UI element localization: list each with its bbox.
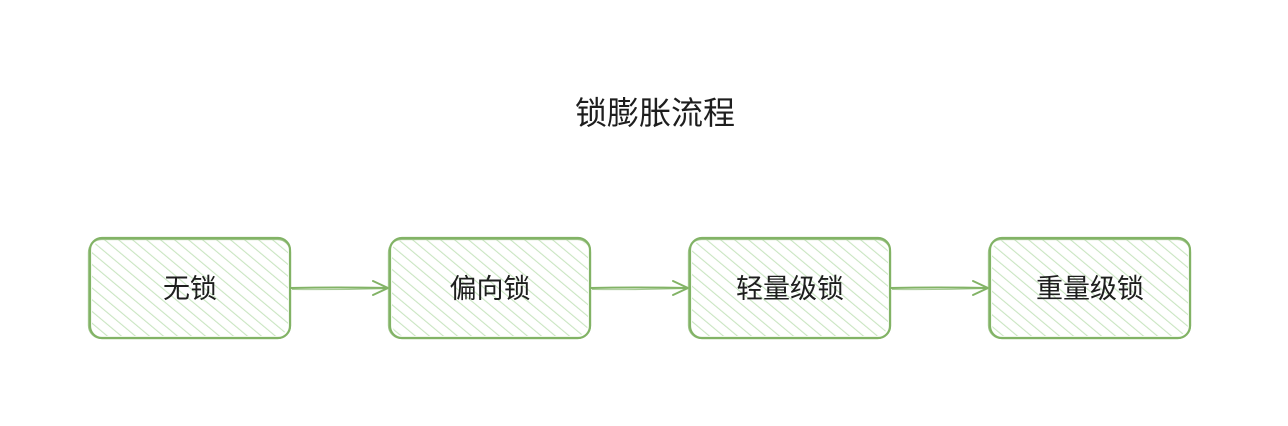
node-hatch-fill: [392, 240, 588, 336]
edge-line-sketch: [591, 287, 688, 291]
edge-line: [289, 286, 389, 289]
node-hatch-fill: [92, 240, 288, 336]
node-hatch-fill: [692, 240, 888, 336]
diagram-title: 锁膨胀流程: [575, 94, 735, 132]
node-border-sketch: [387, 238, 592, 340]
node-heavyweight-lock: 重量级锁: [987, 236, 1192, 340]
node-label: 无锁: [163, 274, 217, 305]
node-lightweight-lock: 轻量级锁: [687, 236, 892, 340]
node-biased-lock: 偏向锁: [387, 236, 592, 340]
edge-line: [889, 286, 989, 289]
edge-biased-lock-to-lightweight-lock: [589, 280, 689, 296]
edge-no-lock-to-biased-lock: [289, 280, 389, 296]
node-border-sketch: [987, 238, 1192, 340]
node-hatch-fill: [992, 240, 1188, 336]
nodes-layer: 无锁 偏向锁 轻量级锁 重量级锁: [87, 236, 1192, 340]
edge-line-sketch: [291, 287, 388, 291]
edge-lightweight-lock-to-heavyweight-lock: [889, 280, 989, 296]
node-label: 轻量级锁: [736, 274, 844, 305]
edge-line-sketch: [891, 287, 988, 291]
edge-line: [589, 286, 689, 289]
node-border-sketch: [87, 238, 292, 340]
node-border-sketch: [687, 238, 892, 340]
node-label: 偏向锁: [450, 274, 531, 305]
node-no-lock: 无锁: [87, 236, 292, 340]
node-label: 重量级锁: [1036, 274, 1144, 305]
